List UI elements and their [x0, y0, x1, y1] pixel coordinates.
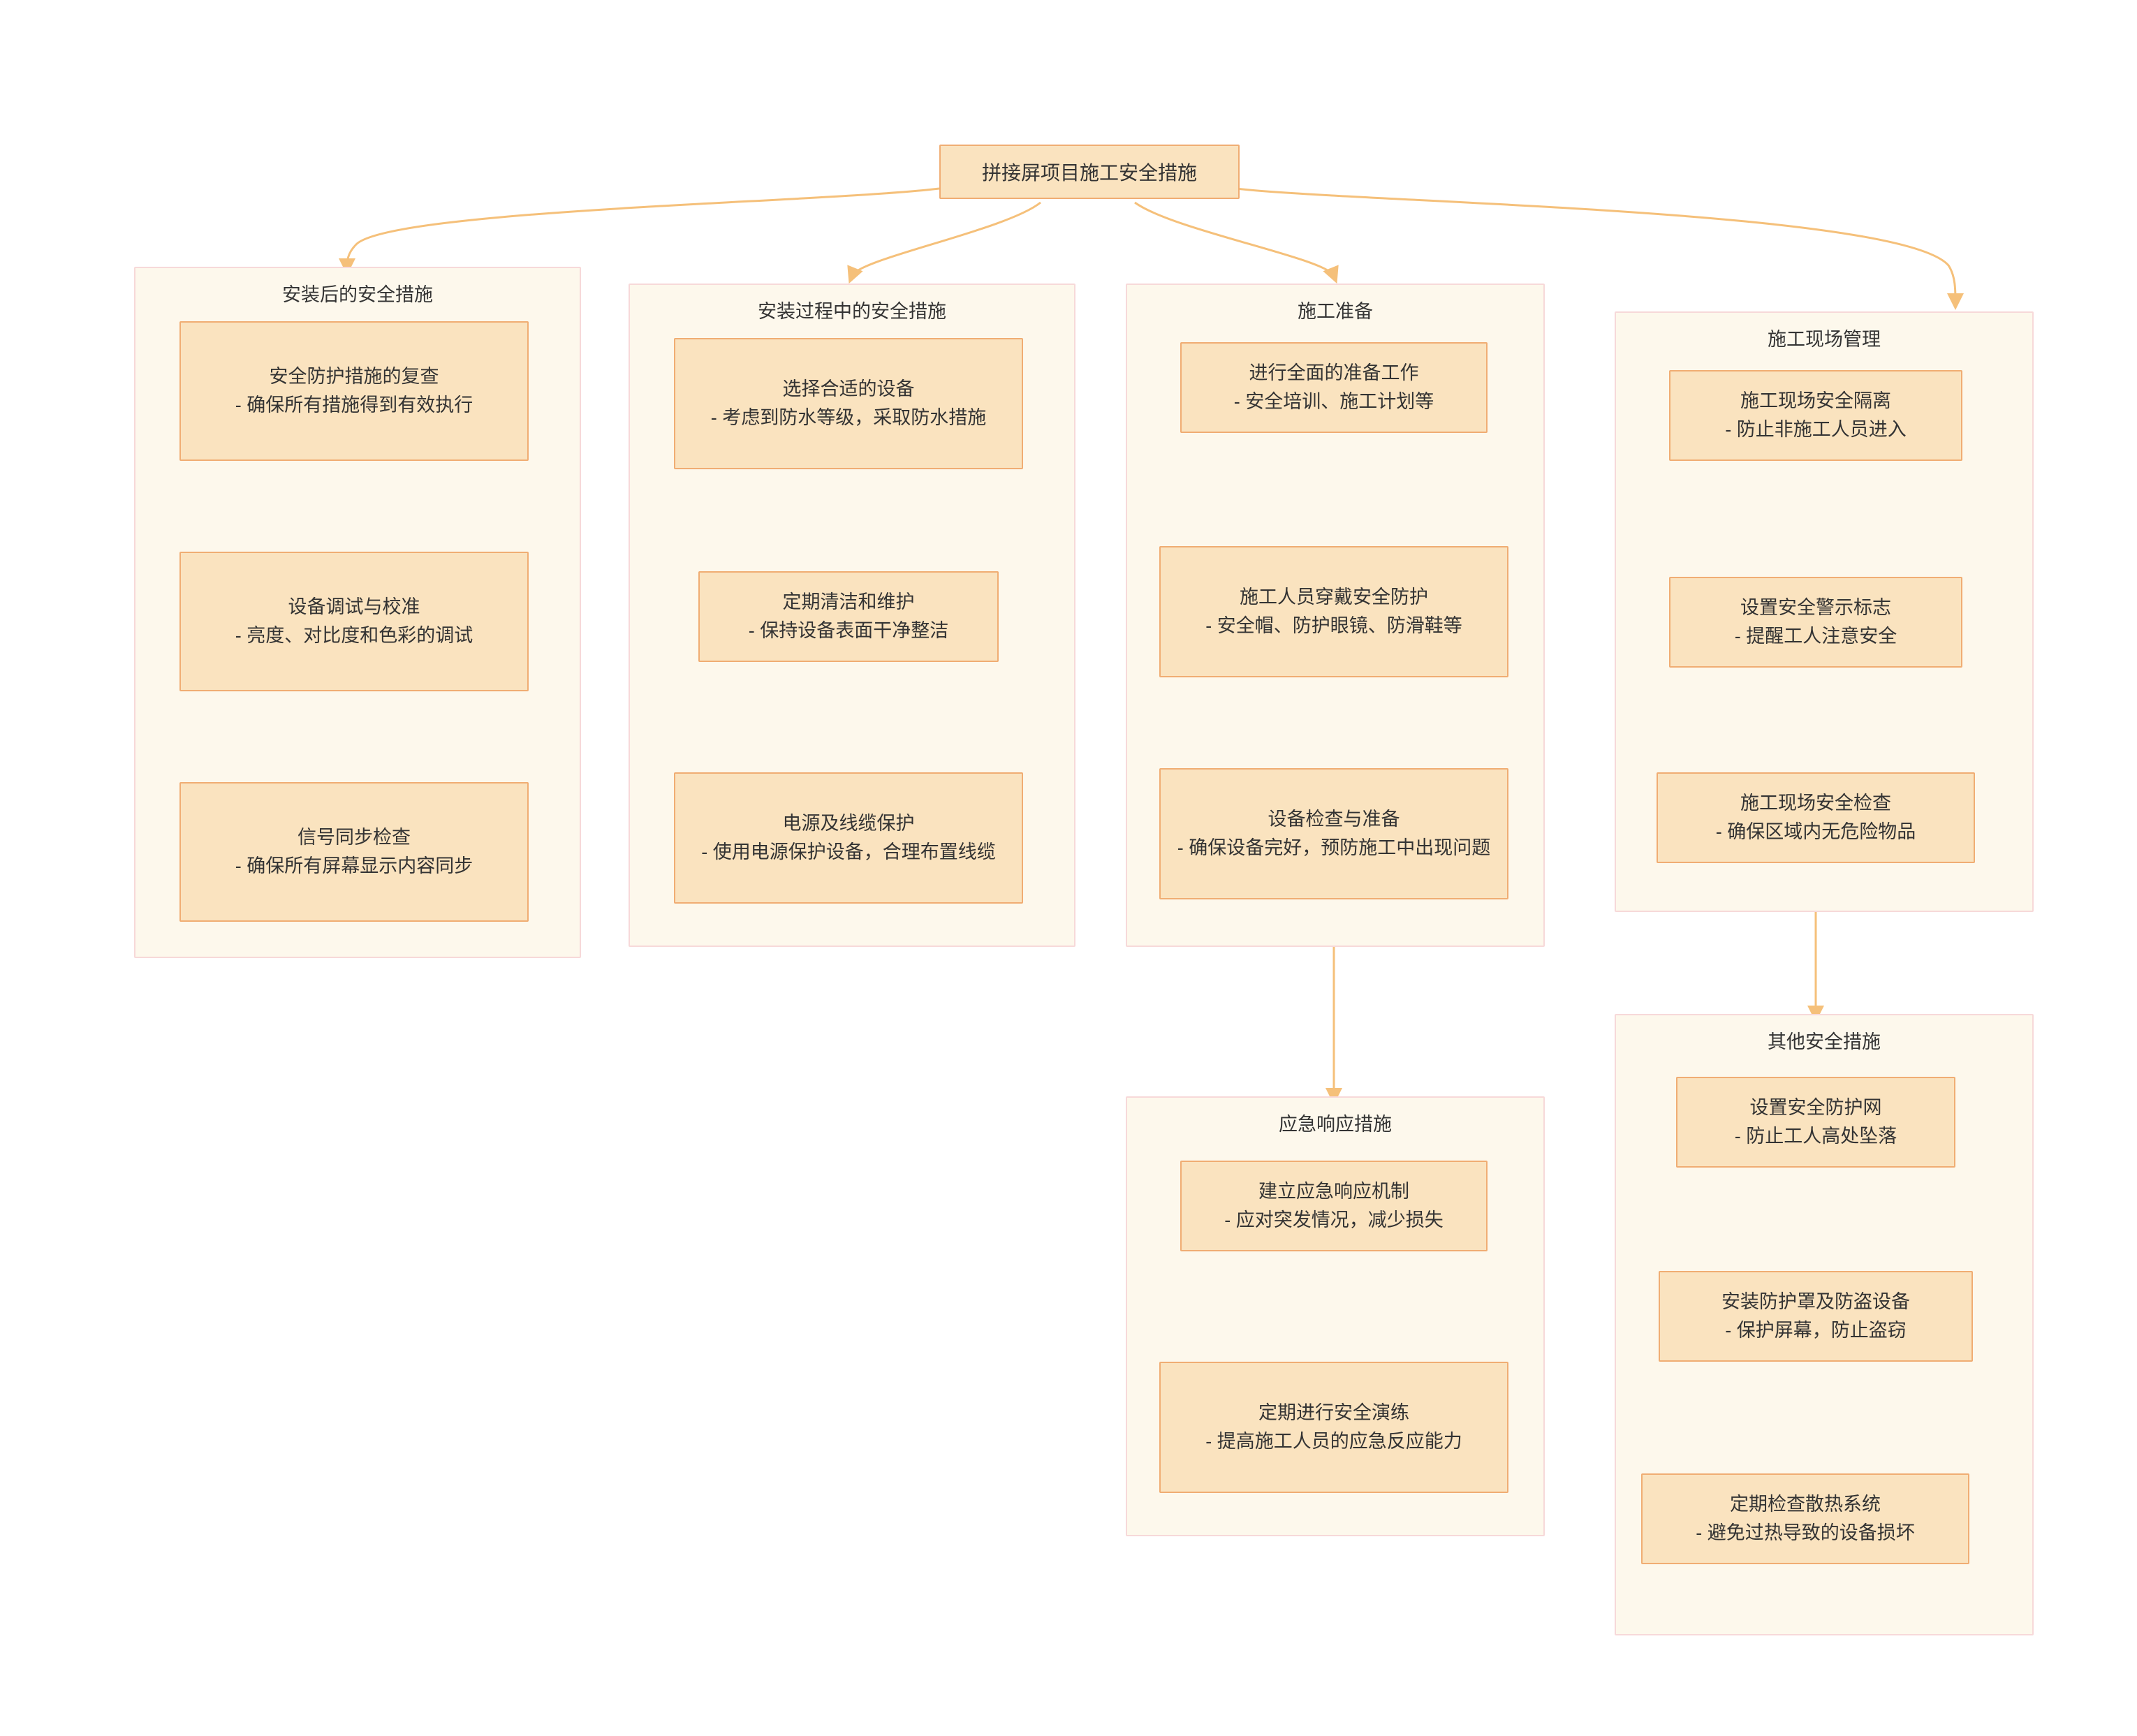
- cluster-emergency-title: 应急响应措施: [1279, 1114, 1392, 1135]
- node-d3-title: 电源及线缆保护: [782, 812, 915, 834]
- node-s1-title: 进行全面的准备工作: [1249, 362, 1419, 383]
- cluster-during-install-title: 安装过程中的安全措施: [758, 301, 946, 322]
- node-e1-title: 建立应急响应机制: [1258, 1180, 1409, 1202]
- node-d1-detail: - 考虑到防水等级，采取防水措施: [710, 407, 987, 428]
- edge-root-to-during-install: [847, 201, 1041, 284]
- node-s1[interactable]: 进行全面的准备工作 - 安全培训、施工计划等: [1180, 342, 1488, 433]
- node-o1-title: 设置安全防护网: [1749, 1096, 1882, 1118]
- node-s2[interactable]: 施工人员穿戴安全防护 - 安全帽、防护眼镜、防滑鞋等: [1159, 546, 1508, 677]
- cluster-site-management-title: 施工现场管理: [1768, 329, 1881, 350]
- node-e2[interactable]: 定期进行安全演练 - 提高施工人员的应急反应能力: [1159, 1362, 1508, 1493]
- node-m3[interactable]: 施工现场安全检查 - 确保区域内无危险物品: [1657, 772, 1975, 863]
- node-s2-detail: - 安全帽、防护眼镜、防滑鞋等: [1205, 615, 1462, 636]
- node-s3-detail: - 确保设备完好，预防施工中出现问题: [1177, 837, 1491, 858]
- node-m1-title: 施工现场安全隔离: [1740, 390, 1891, 411]
- node-p1[interactable]: 安全防护措施的复查 - 确保所有措施得到有效执行: [179, 321, 529, 461]
- node-p1-title: 安全防护措施的复查: [269, 365, 439, 387]
- node-e1[interactable]: 建立应急响应机制 - 应对突发情况，减少损失: [1180, 1161, 1488, 1251]
- node-p1-detail: - 确保所有措施得到有效执行: [235, 395, 473, 415]
- node-d2[interactable]: 定期清洁和维护 - 保持设备表面干净整洁: [698, 571, 999, 662]
- cluster-post-install-title: 安装后的安全措施: [282, 284, 433, 305]
- node-o2-title: 安装防护罩及防盗设备: [1721, 1290, 1910, 1312]
- node-p3[interactable]: 信号同步检查 - 确保所有屏幕显示内容同步: [179, 782, 529, 922]
- edge-root-to-post-install: [339, 187, 940, 275]
- node-o3-detail: - 避免过热导致的设备损坏: [1696, 1522, 1915, 1543]
- node-e1-detail: - 应对突发情况，减少损失: [1224, 1209, 1444, 1230]
- node-d2-title: 定期清洁和维护: [782, 591, 915, 612]
- node-p3-detail: - 确保所有屏幕显示内容同步: [235, 855, 473, 876]
- node-p2-detail: - 亮度、对比度和色彩的调试: [235, 625, 473, 646]
- node-s1-detail: - 安全培训、施工计划等: [1233, 391, 1434, 412]
- node-m1[interactable]: 施工现场安全隔离 - 防止非施工人员进入: [1669, 370, 1962, 461]
- node-d1[interactable]: 选择合适的设备 - 考虑到防水等级，采取防水措施: [674, 338, 1023, 469]
- root-node[interactable]: 拼接屏项目施工安全措施: [939, 145, 1240, 199]
- node-m2-title: 设置安全警示标志: [1740, 596, 1891, 618]
- node-s3-title: 设备检查与准备: [1268, 808, 1400, 830]
- node-d2-detail: - 保持设备表面干净整洁: [748, 620, 949, 641]
- node-m3-title: 施工现场安全检查: [1740, 792, 1891, 814]
- node-d1-title: 选择合适的设备: [782, 378, 915, 399]
- node-m1-detail: - 防止非施工人员进入: [1725, 419, 1907, 440]
- node-o2-detail: - 保护屏幕，防止盗窃: [1725, 1320, 1907, 1341]
- node-e2-detail: - 提高施工人员的应急反应能力: [1205, 1431, 1462, 1452]
- edge-root-to-preparation: [1134, 201, 1339, 284]
- node-s2-title: 施工人员穿戴安全防护: [1240, 586, 1428, 608]
- node-d3[interactable]: 电源及线缆保护 - 使用电源保护设备，合理布置线缆: [674, 772, 1023, 904]
- node-p3-title: 信号同步检查: [298, 826, 411, 848]
- node-p2-title: 设备调试与校准: [288, 596, 420, 617]
- cluster-others-title: 其他安全措施: [1768, 1031, 1881, 1052]
- node-p2[interactable]: 设备调试与校准 - 亮度、对比度和色彩的调试: [179, 552, 529, 691]
- root-node-label: 拼接屏项目施工安全措施: [981, 162, 1197, 184]
- node-o1[interactable]: 设置安全防护网 - 防止工人高处坠落: [1676, 1077, 1955, 1168]
- node-o3[interactable]: 定期检查散热系统 - 避免过热导致的设备损坏: [1641, 1473, 1969, 1564]
- node-e2-title: 定期进行安全演练: [1258, 1402, 1409, 1423]
- node-m2[interactable]: 设置安全警示标志 - 提醒工人注意安全: [1669, 577, 1962, 668]
- cluster-preparation-title: 施工准备: [1298, 301, 1373, 322]
- node-o2[interactable]: 安装防护罩及防盗设备 - 保护屏幕，防止盗窃: [1659, 1271, 1973, 1362]
- node-o3-title: 定期检查散热系统: [1730, 1493, 1881, 1515]
- node-d3-detail: - 使用电源保护设备，合理布置线缆: [701, 841, 996, 862]
- node-s3[interactable]: 设备检查与准备 - 确保设备完好，预防施工中出现问题: [1159, 768, 1508, 899]
- node-m2-detail: - 提醒工人注意安全: [1734, 626, 1897, 647]
- node-m3-detail: - 确保区域内无危险物品: [1715, 821, 1916, 842]
- node-o1-detail: - 防止工人高处坠落: [1734, 1126, 1897, 1147]
